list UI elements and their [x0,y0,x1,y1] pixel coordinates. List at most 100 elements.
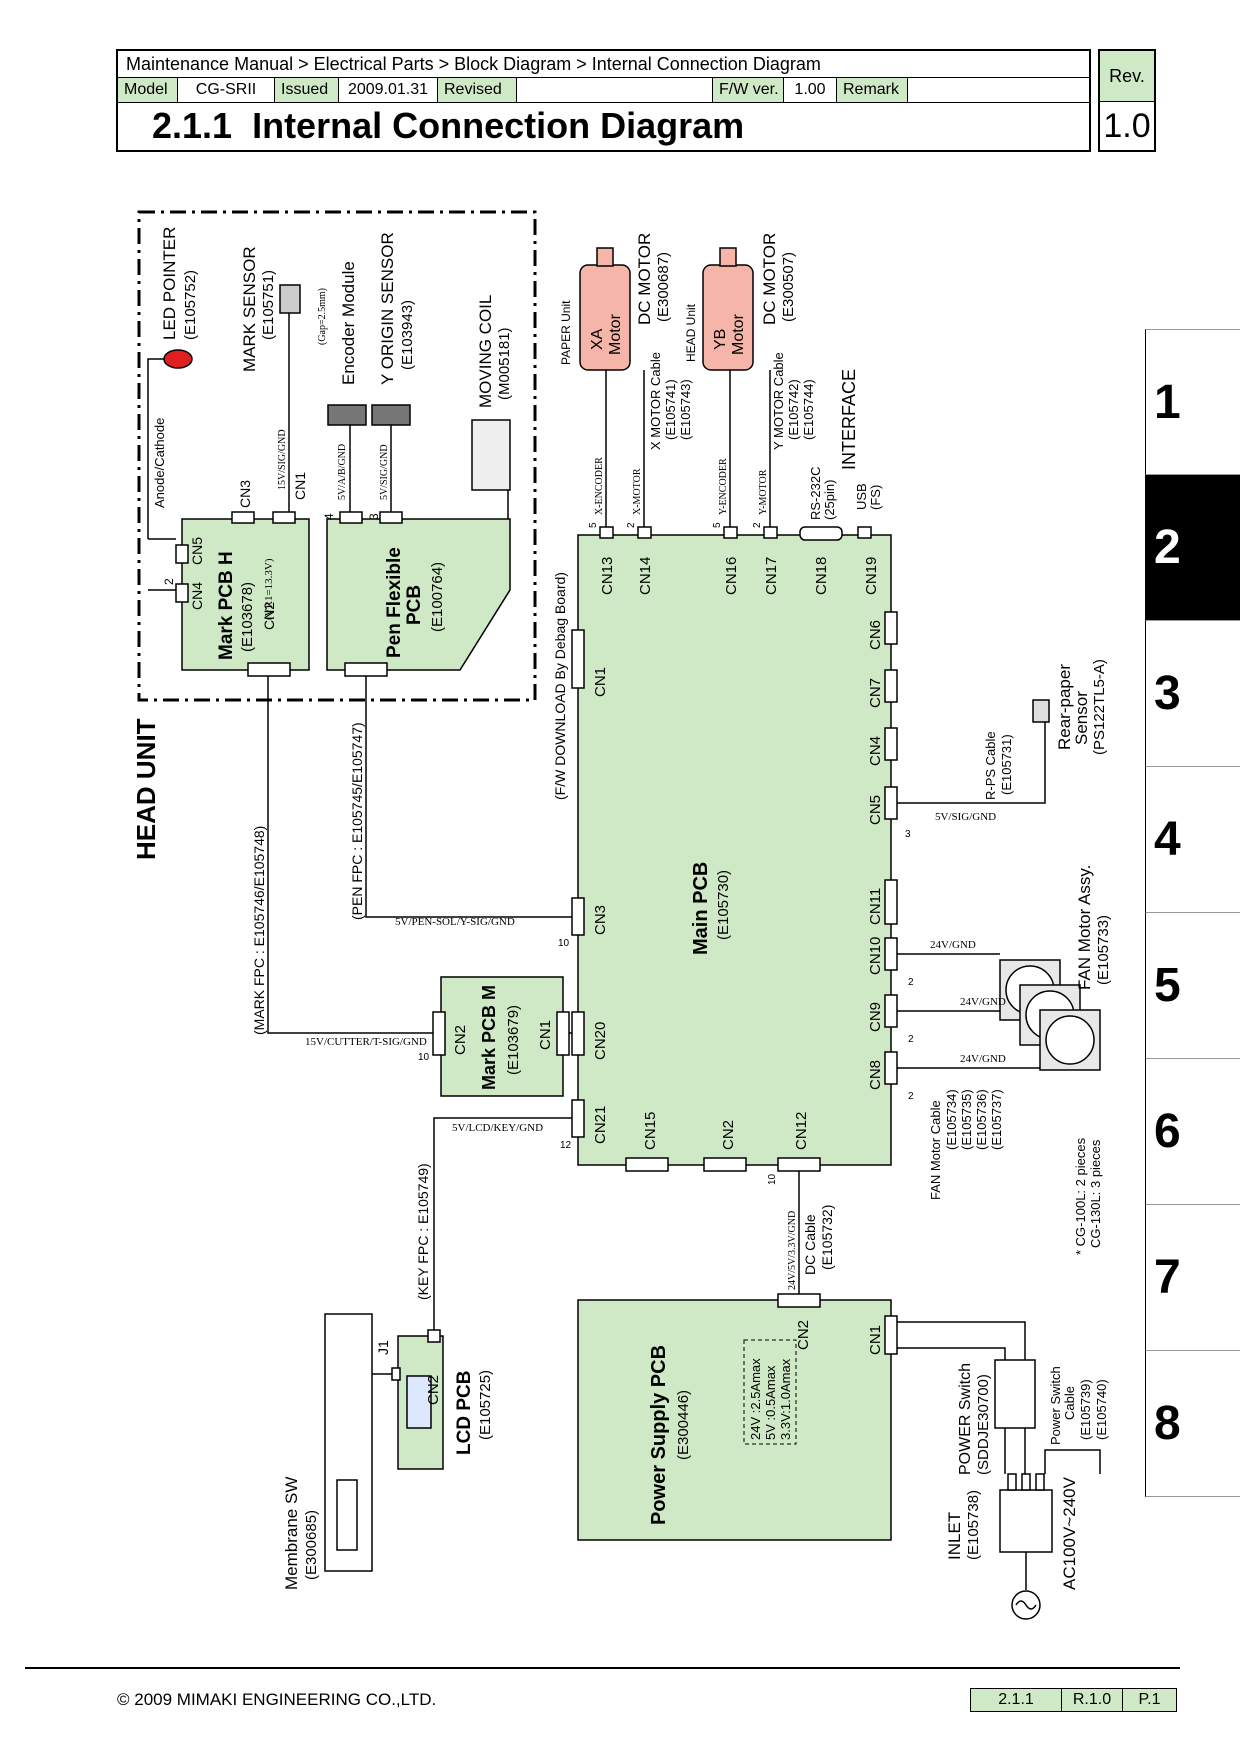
label-mark-h-cn3: CN3 [237,480,253,508]
label-yb-motor: YB [712,329,729,350]
label-anode-cathode: Anode/Cathode [152,418,167,508]
label-moving-coil: MOVING COIL [476,295,495,408]
cn13-conn [599,526,614,539]
label-pen-flexible: Pen Flexible [384,547,405,658]
label-main-cn7: CN7 [867,678,884,708]
label-pin-10: 10 [767,1173,778,1185]
label-mark-m-cn2: CN2 [452,1025,469,1055]
label-ac: AC100V~240V [1060,1476,1079,1590]
membrane-window [336,1479,358,1551]
label-motor-word: Motor [730,313,747,355]
pen-cn-fpc-conn [344,662,388,677]
ps-wire-2 [897,1347,1006,1360]
label-main-cn12: CN12 [793,1112,810,1150]
header-box: Maintenance Manual > Electrical Parts > … [116,49,1091,152]
label-dc-motor: DC MOTOR [635,233,654,325]
label-mark-sig: 15V/CUTTER/T-SIG/GND [305,1036,427,1048]
label-pin-5: 5 [588,522,599,528]
cn14-conn [637,526,652,539]
label-fan-cable-c4: (E105737) [989,1089,1004,1150]
mark-pcb-m-box [440,976,564,1097]
label-dc-sig: 24V/5V/3.3V/GND [787,1211,798,1290]
label-pen-fpc: (PEN FPC : E105745/E105747) [349,722,365,920]
tab-4[interactable]: 4 [1145,767,1240,913]
tab-8[interactable]: 8 [1145,1351,1240,1497]
label-pin-10: 10 [558,938,570,949]
label-main-cn10: CN10 [867,937,884,975]
mark-sensor-shape [279,284,301,314]
tab-2[interactable]: 2 [1145,475,1240,621]
head-unit-boundary [137,210,537,702]
label-yb-code: (E300507) [780,252,797,322]
label-lcd-cn2: CN2 [425,1375,442,1405]
label-main-cn11: CN11 [867,888,884,925]
label-rs232c: RS-232C [808,467,823,520]
tab-7[interactable]: 7 [1145,1205,1240,1351]
label-x-motor: X-MOTOR [632,468,643,515]
label-lcd-pcb: LCD PCB [454,1371,475,1455]
label-inlet: INLET [945,1512,964,1560]
tab-5[interactable]: 5 [1145,913,1240,1059]
label-mark-pcb-h: Mark PCB H [216,551,237,660]
label-led-pointer-code: (E105752) [182,270,199,340]
label-mark-m-cn1: CN1 [537,1020,554,1050]
lcd-j1-conn [391,1367,401,1381]
label-main-cn16: CN16 [723,557,740,595]
yb-motor-shaft [719,247,737,267]
label-pin-2: 2 [908,1034,914,1045]
fw-value: 1.00 [784,78,837,102]
encoder-module-shape [327,404,367,426]
issued-value: 2009.01.31 [339,78,438,102]
label-main-cn13: CN13 [599,557,616,595]
label-main-cn3: CN3 [592,905,609,935]
footer-badges: 2.1.1 R.1.0 P.1 [970,1688,1177,1712]
label-power-switch-code: (SDDJE30700) [975,1374,992,1475]
label-head-unit: HEAD UNIT [131,718,161,860]
label-ps-cable-c2: (E105740) [1094,1379,1109,1440]
label-main-cn21: CN21 [592,1106,609,1144]
mark-h-cn1-conn [272,511,296,524]
rev-value: 1.0 [1103,107,1151,145]
label-main-pcb: Main PCB [690,862,712,955]
mark-pcb-h-box [181,518,310,671]
label-xa-code: (E300687) [655,252,672,322]
label-mark-pcb-m: Mark PCB M [479,985,499,1090]
label-rps-sig: 5V/SIG/GND [935,811,996,823]
label-dc-cable: DC Cable [802,1214,818,1275]
issued-label: Issued [275,78,339,102]
cn7-conn [884,669,898,703]
label-key-sig: 5V/LCD/KEY/GND [452,1122,543,1134]
label-y-encoder: Y-ENCODER [718,458,729,515]
label-y-motor-cable-c2: (E105744) [801,379,816,440]
label-pin-2: 2 [162,578,176,585]
label-sig-15v: 15V/SIG/GND [277,429,288,490]
label-y-origin-sensor: Y ORIGIN SENSOR [378,232,397,385]
footer-revision: R.1.0 [1062,1689,1123,1711]
label-main-cn9: CN9 [867,1002,884,1032]
label-x-motor-cable-c1: (E105741) [663,379,678,440]
tab-6[interactable]: 6 [1145,1059,1240,1205]
cn18-conn [799,526,843,541]
label-fan-cable-c3: (E105736) [974,1089,989,1150]
label-rear-paper: Rear-paper [1055,664,1074,750]
label-x-motor-cable: X MOTOR Cable [648,352,663,450]
copyright: © 2009 MIMAKI ENGINEERING CO.,LTD. [117,1690,437,1709]
label-ps-cable-c1: (E105739) [1078,1379,1093,1440]
tab-1[interactable]: 1 [1145,329,1240,475]
psu-pcb-box [577,1299,892,1541]
label-power-switch: POWER Switch [957,1363,974,1475]
label-pin-10: 10 [418,1052,430,1063]
label-pin-2: 2 [626,522,637,528]
page-title: 2.1.1 Internal Connection Diagram [152,105,745,146]
psu-cn2-conn [777,1293,821,1308]
tab-3[interactable]: 3 [1145,621,1240,767]
mark-fpc-wire [267,676,433,1034]
lcd-screen [406,1375,432,1429]
label-fan-motor: FAN Motor Assy. [1075,865,1094,990]
label-dc-cable-code: (E105732) [819,1205,835,1270]
label-inlet-code: (E105738) [965,1490,982,1560]
membrane-sw-box [324,1313,373,1572]
label-fan-sig: 24V/GND [960,996,1006,1008]
label-psu-code: (E300446) [675,1390,692,1460]
y-origin-sensor-shape [371,404,411,426]
